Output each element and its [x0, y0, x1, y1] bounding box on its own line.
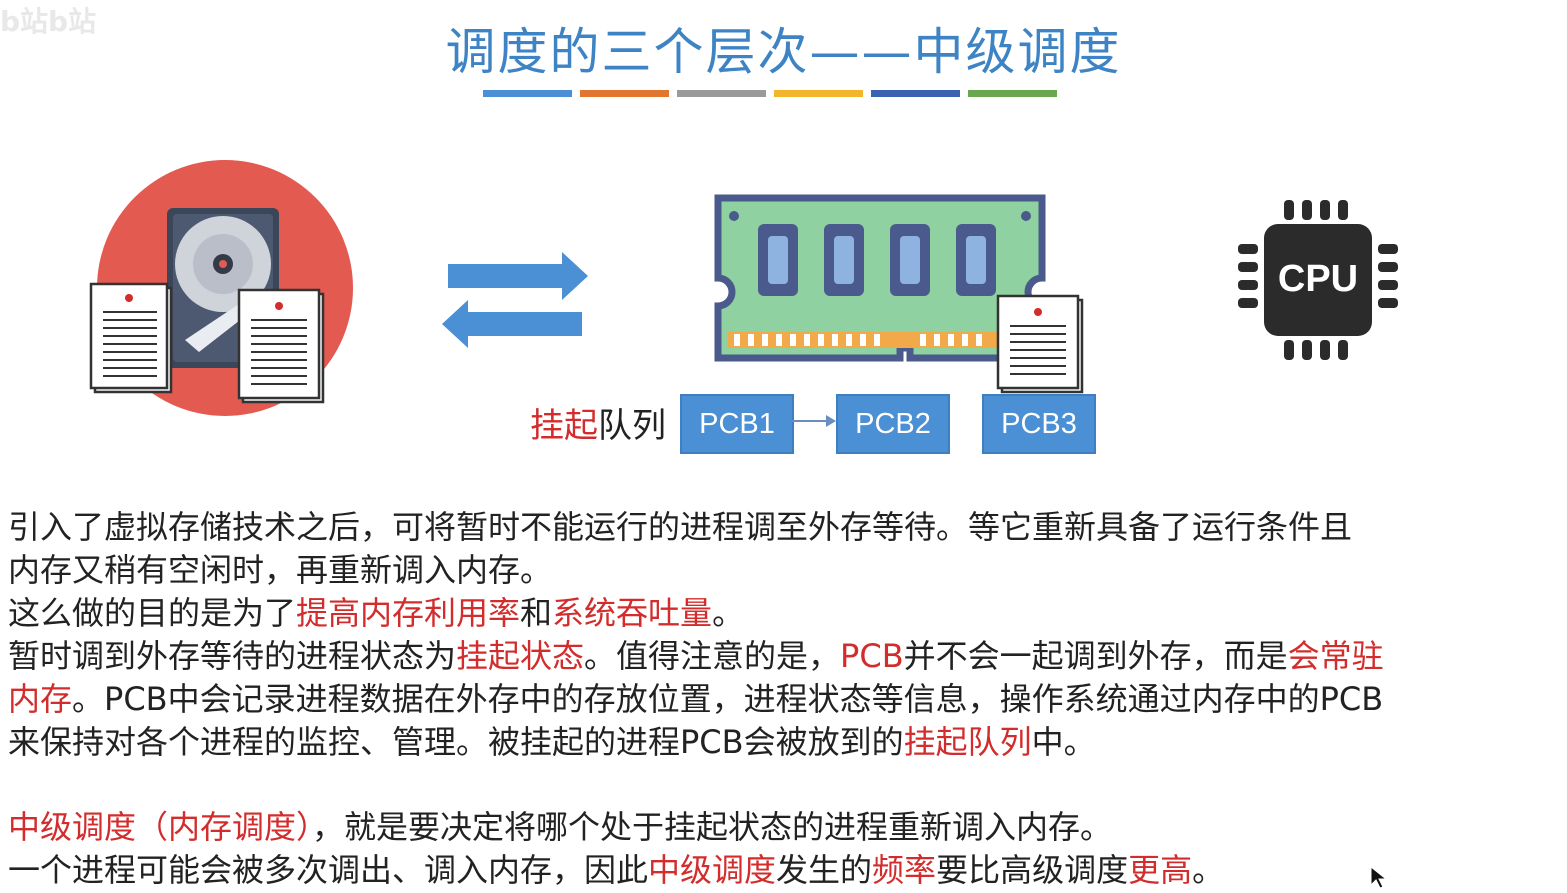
- cpu-chip-icon: [1238, 200, 1398, 360]
- queue-arrow-icon: [792, 415, 836, 427]
- title-underline-bars: [483, 90, 1057, 97]
- paragraph-3-line-3: 来保持对各个进程的监控、管理。被挂起的进程PCB会被放到的挂起队列中。: [8, 721, 1558, 764]
- text-span: ，就是要决定将哪个处于挂起状态的进程重新调入内存。: [312, 808, 1113, 846]
- title-bar-6: [968, 90, 1057, 97]
- title-bar-5: [871, 90, 960, 97]
- text-span: 。: [712, 594, 745, 632]
- highlight-span: 提高内存利用率: [296, 594, 521, 632]
- text-span: 。值得注意的是，: [584, 637, 841, 675]
- highlight-span: 系统吞吐量: [552, 594, 713, 632]
- memory-module-icon: [714, 194, 1046, 362]
- paragraph-3-line-2: 内存。PCB中会记录进程数据在外存中的存放位置，进程状态等信息，操作系统通过内存…: [8, 678, 1558, 721]
- highlight-span: 会常驻: [1287, 637, 1384, 675]
- text-span: 一个进程可能会被多次调出、调入内存，因此: [8, 851, 649, 889]
- highlight-span: 中级调度: [648, 851, 777, 889]
- text-span: 。PCB中会记录进程数据在外存中的存放位置，进程状态等信息，操作系统通过内存中的…: [72, 680, 1384, 718]
- text-span: 发生的: [776, 851, 873, 889]
- text-span: 和: [520, 594, 553, 632]
- page-title: 调度的三个层次——中级调度: [445, 23, 1122, 81]
- text-span: 暂时调到外存等待的进程状态为: [8, 637, 457, 675]
- cpu-label: CPU: [1277, 258, 1359, 300]
- mouse-cursor-icon: [1370, 866, 1388, 889]
- paragraph-4-line-1: 中级调度（内存调度），就是要决定将哪个处于挂起状态的进程重新调入内存。: [8, 806, 1558, 849]
- document-icon: [996, 294, 1084, 394]
- text-span: 中。: [1031, 723, 1096, 761]
- pcb-box-3: PCB3: [982, 394, 1096, 454]
- highlight-span: 挂起状态: [456, 637, 585, 675]
- watermark-logo: b站b站: [0, 5, 97, 38]
- swap-arrows-icon: [442, 252, 588, 348]
- paragraph-1-line-2: 内存又稍有空闲时，再重新调入内存。: [8, 551, 553, 589]
- text-span: 并不会一起调到外存，而是: [903, 637, 1288, 675]
- title-bar-1: [483, 90, 572, 97]
- highlight-span: 内存: [8, 680, 73, 718]
- pcb-box-1: PCB1: [680, 394, 794, 454]
- paragraph-4-line-2: 一个进程可能会被多次调出、调入内存，因此中级调度发生的频率要比高级调度更高。: [8, 849, 1558, 892]
- paragraph-4: 中级调度（内存调度），就是要决定将哪个处于挂起状态的进程重新调入内存。 一个进程…: [8, 806, 1558, 892]
- highlight-span: 中级调度（内存调度）: [8, 808, 313, 846]
- title-bar-4: [774, 90, 863, 97]
- text-span: 。: [1192, 851, 1225, 889]
- highlight-span: 更高: [1128, 851, 1193, 889]
- highlight-span: 频率: [872, 851, 937, 889]
- hard-disk-icon: [89, 160, 353, 416]
- text-span: 这么做的目的是为了: [8, 594, 297, 632]
- suspend-queue-label: 挂起队列: [530, 398, 666, 447]
- pcb-box-2: PCB2: [836, 394, 950, 454]
- title-bar-2: [580, 90, 669, 97]
- paragraph-1-line-1: 引入了虚拟存储技术之后，可将暂时不能运行的进程调至外存等待。等它重新具备了运行条…: [8, 508, 1353, 546]
- highlight-span: PCB: [840, 637, 904, 675]
- text-span: 要比高级调度: [936, 851, 1129, 889]
- paragraph-1: 引入了虚拟存储技术之后，可将暂时不能运行的进程调至外存等待。等它重新具备了运行条…: [8, 506, 1558, 764]
- paragraph-3-line-1: 暂时调到外存等待的进程状态为挂起状态。值得注意的是，PCB并不会一起调到外存，而…: [8, 635, 1558, 678]
- text-span: 来保持对各个进程的监控、管理。被挂起的进程PCB会被放到的: [8, 723, 904, 761]
- highlight-span: 挂起队列: [903, 723, 1032, 761]
- paragraph-2: 这么做的目的是为了提高内存利用率和系统吞吐量。: [8, 592, 1558, 635]
- title-bar-3: [677, 90, 766, 97]
- queue-label-red: 挂起: [530, 406, 598, 446]
- queue-label-rest: 队列: [598, 406, 666, 446]
